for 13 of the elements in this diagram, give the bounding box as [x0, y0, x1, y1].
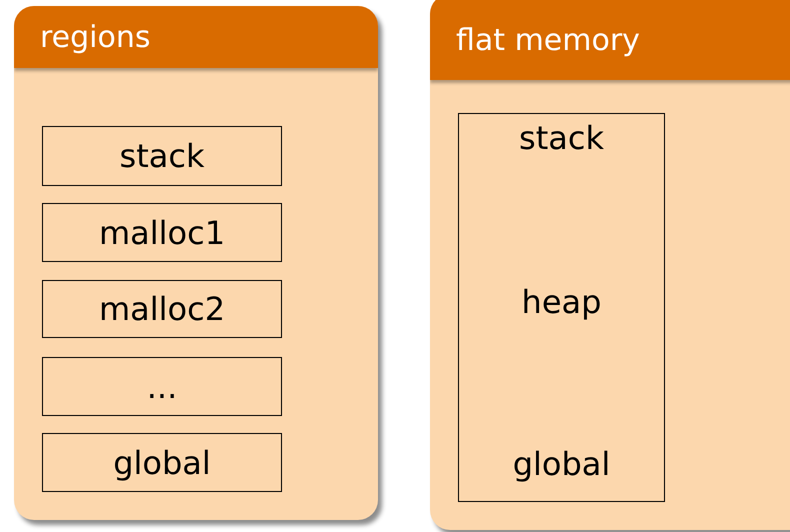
- segment-label: stack: [518, 118, 605, 158]
- memory-region: ...: [42, 357, 282, 416]
- block-header: flat memory: [430, 0, 790, 80]
- memory-area: [458, 113, 665, 502]
- segment-label: global: [512, 444, 612, 484]
- block-header: regions: [14, 6, 378, 68]
- memory-region: global: [42, 433, 282, 492]
- block-panel: [14, 6, 378, 520]
- block-panel: [430, 0, 790, 530]
- segment-label: heap: [520, 282, 602, 322]
- memory-region: stack: [42, 126, 282, 186]
- memory-region: malloc1: [42, 203, 282, 262]
- memory-region: malloc2: [42, 280, 282, 338]
